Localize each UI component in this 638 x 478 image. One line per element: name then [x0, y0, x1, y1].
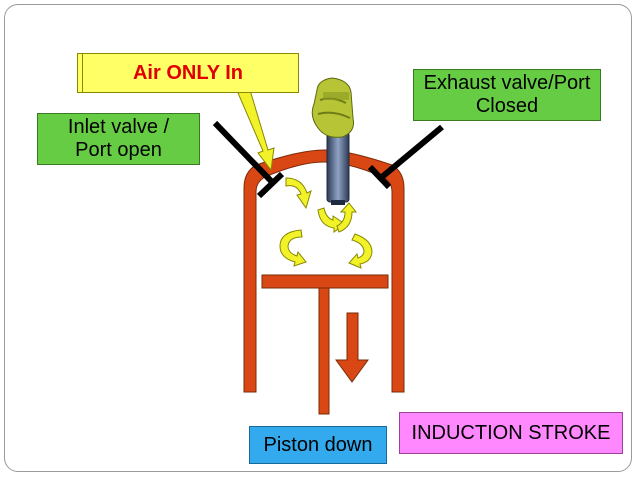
inlet-valve-head	[256, 171, 285, 199]
exhaust-valve-head	[367, 164, 392, 190]
connecting-rod	[318, 287, 330, 415]
piston-down-label: Piston down	[249, 426, 387, 464]
fuel-injector	[311, 77, 354, 205]
air-only-in-text: Air ONLY In	[132, 61, 244, 84]
piston-down-text: Piston down	[263, 433, 373, 456]
air-only-in-label: Air ONLY In	[77, 53, 299, 93]
label-divider	[82, 54, 83, 92]
piston-down-arrow	[335, 312, 369, 383]
slide-frame	[4, 4, 632, 472]
induction-stroke-text: INDUCTION STROKE	[411, 421, 611, 444]
induction-stroke-label: INDUCTION STROKE	[399, 412, 623, 454]
exhaust-valve-stem	[380, 124, 444, 180]
exhaust-valve-text: Exhaust valve/Port Closed	[423, 72, 591, 117]
air-swirl-arrows	[279, 177, 373, 269]
inlet-valve-text: Inlet valve / Port open	[67, 116, 170, 161]
inlet-valve-stem	[212, 120, 276, 186]
inlet-valve-label: Inlet valve / Port open	[37, 113, 200, 165]
exhaust-valve-label: Exhaust valve/Port Closed	[413, 69, 601, 121]
air-inflow-arrow	[237, 89, 275, 172]
piston-head	[261, 274, 389, 289]
